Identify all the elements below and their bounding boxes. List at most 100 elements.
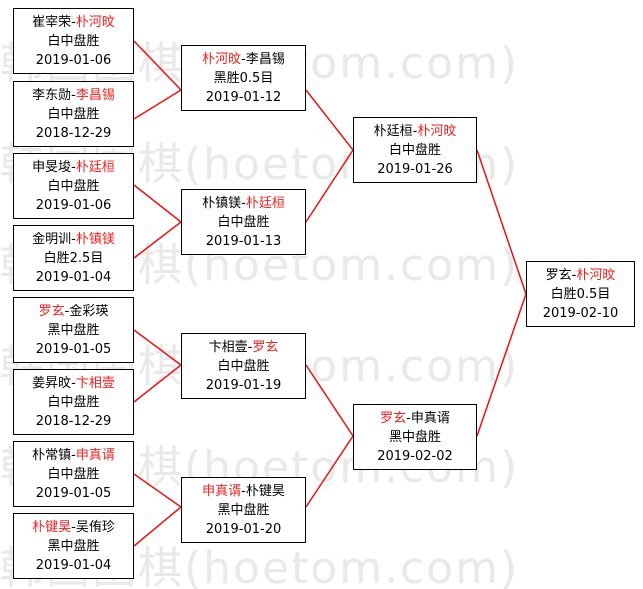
winner-name: 朴廷桓 [75, 159, 115, 175]
match-date: 2019-01-19 [205, 377, 282, 393]
versus-dash: - [241, 195, 246, 211]
connector-line [133, 40, 183, 120]
winner-name: 朴镇镁 [75, 231, 115, 247]
players-line: 崔宰荣-朴河旼 [32, 13, 115, 32]
match-result: 白中盘胜 [47, 33, 100, 49]
player-name: 申真谞 [410, 410, 450, 426]
versus-dash: - [571, 267, 577, 283]
match-result: 黑中盘胜 [217, 502, 270, 518]
versus-dash: - [71, 87, 76, 103]
connector-line [133, 329, 183, 403]
versus-dash: - [71, 14, 76, 30]
connector-line [133, 184, 183, 259]
versus-dash: - [71, 375, 76, 391]
match-result: 白中盘胜 [217, 358, 270, 374]
match-date: 2019-01-04 [35, 269, 112, 285]
player-name: 吴侑珍 [75, 519, 115, 535]
match-date: 2019-01-04 [35, 557, 112, 573]
players-line: 朴河旼-李昌锡 [202, 50, 285, 69]
winner-name: 朴河旼 [576, 267, 616, 283]
versus-dash: - [247, 339, 253, 355]
match-date: 2018-12-29 [35, 125, 112, 141]
player-name: 李东勋 [32, 87, 72, 103]
players-line: 朴键昊-吴侑珍 [32, 518, 115, 537]
versus-dash: - [241, 51, 246, 67]
versus-dash: - [406, 410, 411, 426]
match-date: 2018-12-29 [35, 413, 112, 429]
winner-name: 朴河旼 [75, 14, 115, 30]
players-line: 卞相壹-罗玄 [209, 338, 279, 357]
winner-name: 申真谞 [75, 447, 115, 463]
match-result: 黑中盘胜 [47, 322, 100, 338]
winner-name: 朴河旼 [202, 51, 242, 67]
match-result: 白中盘胜 [47, 178, 100, 194]
match-date: 2019-01-06 [35, 52, 112, 68]
connector-line [476, 149, 527, 437]
players-line: 金明训-朴镇镁 [32, 230, 115, 249]
match-date: 2019-01-26 [377, 161, 453, 177]
match-box: 朴廷桓-朴河旼白中盘胜 2019-01-26 [353, 117, 477, 183]
match-date: 2019-01-13 [205, 233, 282, 249]
match-result: 白中盘胜 [388, 142, 441, 158]
match-date: 2019-01-05 [35, 341, 112, 357]
versus-dash: - [71, 231, 76, 247]
players-line: 申真谞-朴键昊 [202, 482, 285, 501]
match-result: 黑中盘胜 [388, 429, 441, 445]
winner-name: 罗玄 [380, 410, 407, 426]
versus-dash: - [241, 483, 246, 499]
player-name: 朴键昊 [245, 483, 285, 499]
winner-name: 朴键昊 [32, 519, 72, 535]
versus-dash: - [412, 123, 418, 139]
player-name: 朴廷桓 [373, 123, 413, 139]
versus-dash: - [71, 447, 76, 463]
winner-name: 朴廷桓 [245, 195, 285, 211]
player-name: 罗玄 [545, 267, 572, 283]
player-name: 朴镇镁 [202, 195, 242, 211]
match-date: 2019-01-06 [35, 197, 112, 213]
match-result: 白中盘胜 [47, 466, 100, 482]
player-name: 金明训 [32, 231, 72, 247]
versus-dash: - [71, 159, 76, 175]
players-line: 罗玄-申真谞 [380, 409, 450, 428]
winner-name: 李昌锡 [75, 87, 115, 103]
winner-name: 申真谞 [202, 483, 242, 499]
winner-name: 罗玄 [252, 339, 279, 355]
players-line: 姜昇旼-卞相壹 [32, 374, 115, 393]
versus-dash: - [71, 519, 76, 535]
players-line: 朴廷桓-朴河旼 [374, 122, 457, 141]
player-name: 申旻埈 [32, 159, 72, 175]
match-date: 2019-02-10 [542, 305, 619, 321]
match-box: 罗玄-金彩瑛黑中盘胜 2019-01-05 [13, 297, 134, 363]
match-result: 黑中盘胜 [47, 538, 100, 554]
match-result: 黑胜0.5目 [213, 70, 274, 86]
connector-line [305, 364, 354, 508]
match-date: 2019-01-05 [35, 485, 112, 501]
match-result: 白胜2.5目 [43, 250, 104, 266]
players-line: 罗玄-朴河旼 [546, 266, 616, 285]
winner-name: 卞相壹 [75, 375, 115, 391]
winner-name: 罗玄 [38, 303, 65, 319]
match-result: 白胜0.5目 [550, 286, 611, 302]
player-name: 金彩瑛 [69, 303, 109, 319]
players-line: 朴镇镁-朴廷桓 [202, 194, 285, 213]
match-date: 2019-01-20 [205, 521, 282, 537]
connector-line [305, 89, 354, 223]
players-line: 罗玄-金彩瑛 [39, 302, 109, 321]
player-name: 卞相壹 [208, 339, 248, 355]
player-name: 崔宰荣 [32, 14, 72, 30]
players-line: 朴常镇-申真谞 [32, 446, 115, 465]
players-line: 李东勋-李昌锡 [32, 86, 115, 105]
player-name: 朴常镇 [32, 447, 72, 463]
connector-line [133, 473, 183, 547]
